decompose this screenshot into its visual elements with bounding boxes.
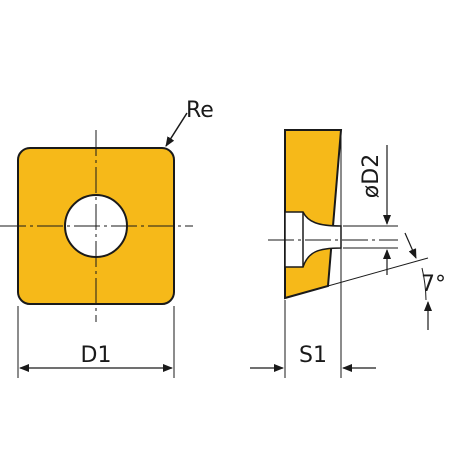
angle-arc	[421, 267, 427, 301]
corner-radius-callout: Re	[165, 98, 214, 147]
angle-label: 7°	[421, 272, 446, 297]
re-leader-line	[165, 112, 188, 147]
s1-dimension: S1	[250, 132, 376, 378]
clearance-angle-dimension: 7°	[284, 232, 446, 330]
d1-label: D1	[81, 343, 112, 368]
re-label: Re	[186, 98, 214, 123]
side-view	[268, 129, 398, 300]
angle-reference-line	[284, 257, 429, 299]
s1-label: S1	[299, 343, 327, 368]
front-view	[0, 130, 193, 322]
d2-label: øD2	[359, 154, 384, 198]
d1-dimension: D1	[17, 306, 175, 378]
angle-arrow-upper	[404, 232, 417, 259]
d2-dimension: øD2	[343, 145, 398, 275]
